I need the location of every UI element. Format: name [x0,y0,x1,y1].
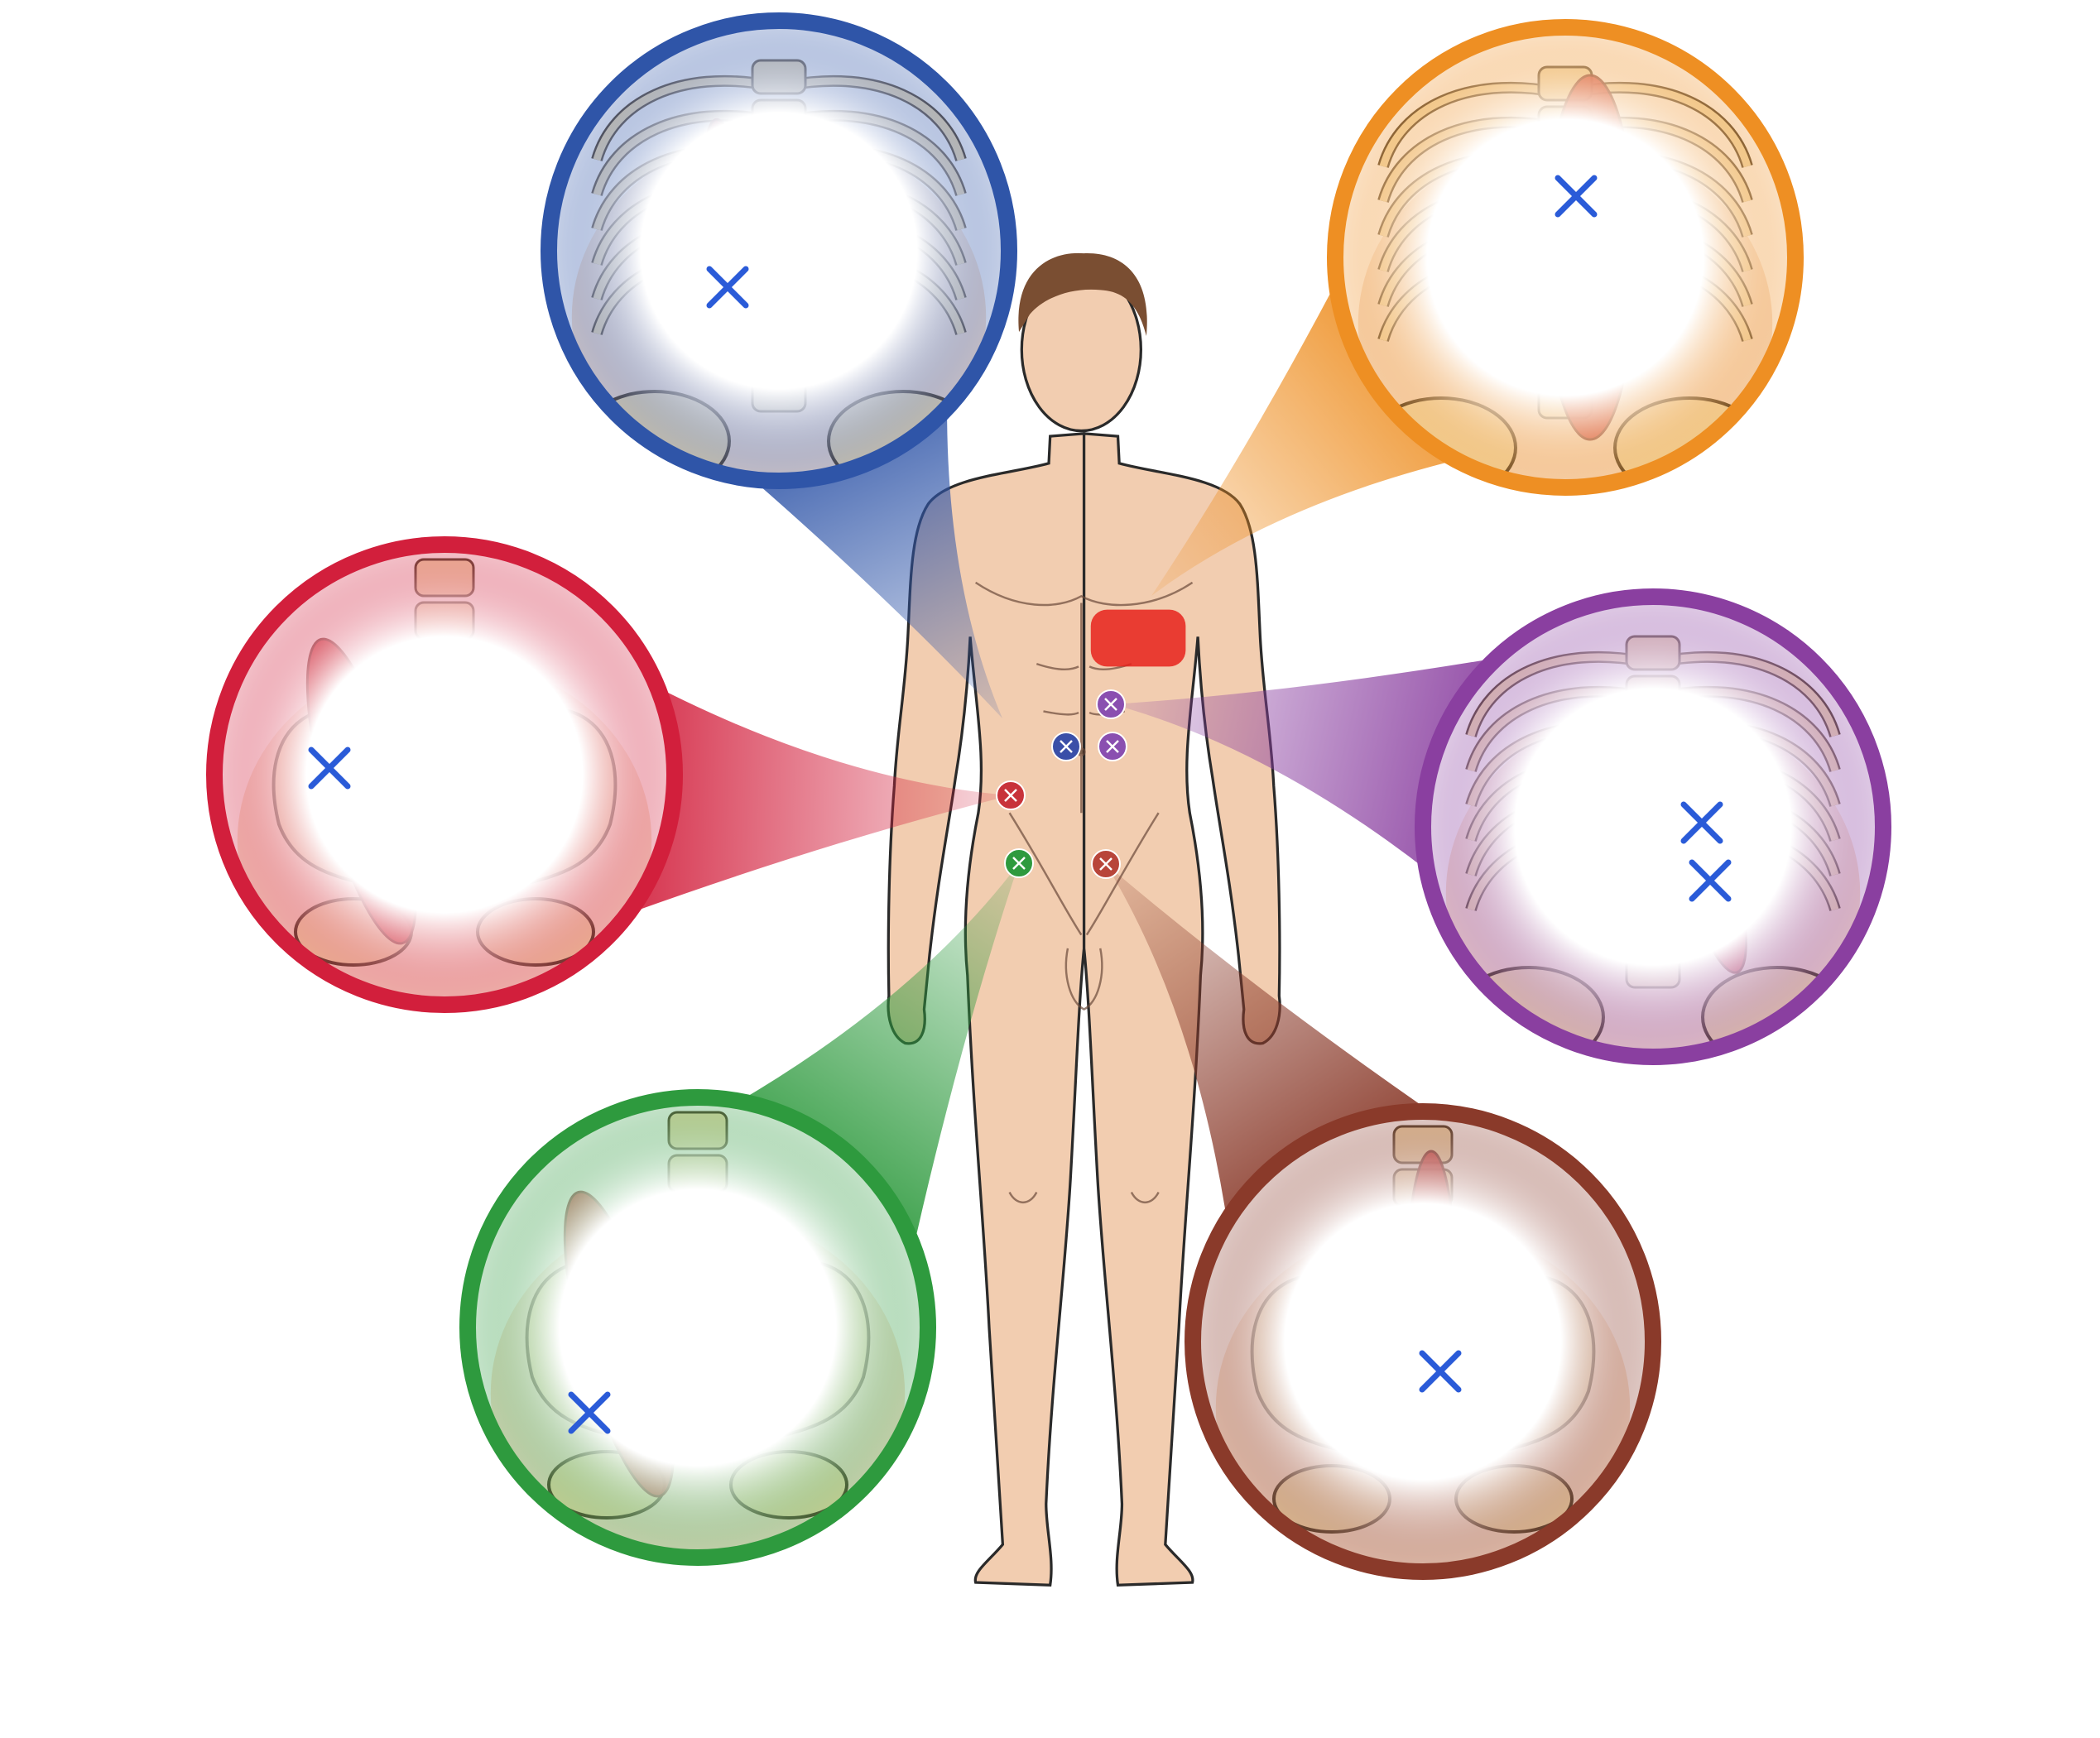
body-marker-purple[interactable] [1098,732,1127,761]
callout-circle-purple [1415,588,1891,1065]
circle-border-green [459,1089,936,1566]
trigger-point-x-icon [1689,859,1732,902]
trigger-point-x-icon [706,266,749,309]
circle-border-purple [1415,588,1891,1065]
body-left-half [887,432,1086,1587]
body-marker-red[interactable] [996,780,1026,810]
circle-border-brown [1185,1103,1661,1580]
callout-circles [206,12,1891,1580]
callout-circle-red [206,536,683,1013]
circle-border-orange [1327,19,1804,496]
body-marker-blue[interactable] [1051,732,1081,761]
chest-pain-zone [1090,609,1186,667]
trigger-point-x-icon [1419,1350,1462,1393]
trigger-point-x-icon [1555,175,1598,218]
body-marker-purple[interactable] [1096,689,1126,719]
circle-border-red [206,536,683,1013]
callout-circle-brown [1185,1103,1661,1580]
callout-circle-blue [541,12,1017,489]
hair [1018,252,1147,336]
trigger-point-x-icon [1680,801,1723,844]
trigger-point-x-icon [308,747,351,790]
callout-circle-orange [1327,19,1804,496]
body-marker-green[interactable] [1004,848,1034,878]
body-markers [996,689,1127,879]
callout-circle-green [459,1089,936,1566]
trigger-point-x-icon [568,1391,611,1434]
body-marker-brown[interactable] [1091,849,1121,879]
circle-border-blue [541,12,1017,489]
